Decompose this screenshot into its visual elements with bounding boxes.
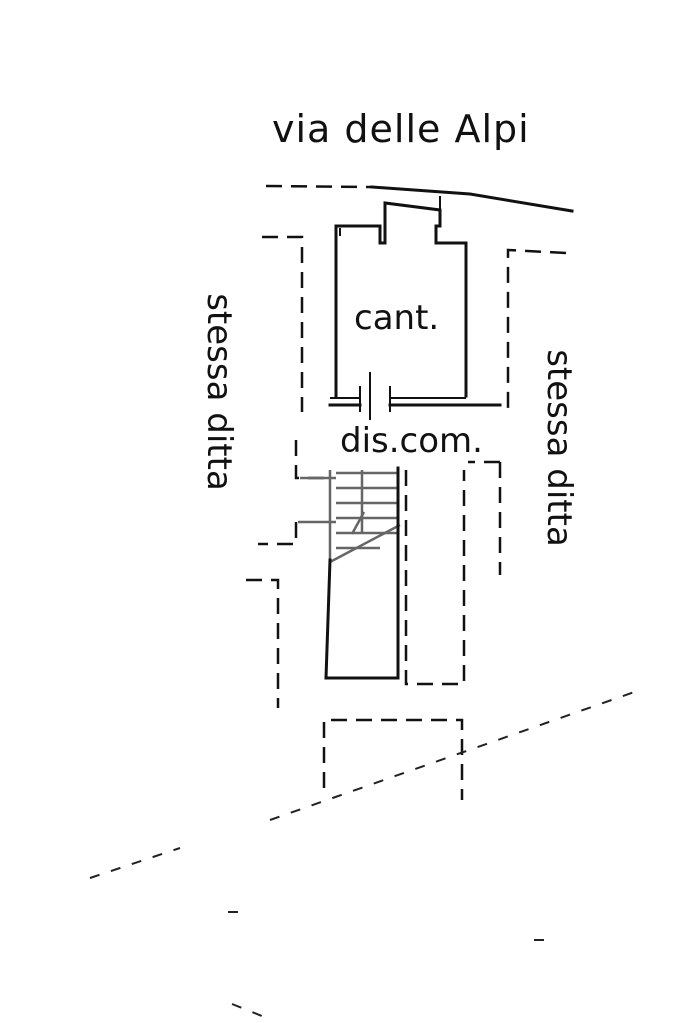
common-passage-label: dis.com. [340, 421, 483, 461]
left-boundary [246, 235, 330, 708]
staircase [298, 470, 401, 564]
left-neighbor-label: stessa ditta [199, 293, 239, 491]
ground-lines [89, 689, 641, 1017]
cellar-room [334, 196, 468, 398]
cellar-door [328, 372, 502, 420]
street-label: via delle Alpi [272, 107, 530, 151]
lower-corridor [324, 466, 466, 686]
right-boundary [468, 248, 567, 575]
cellar-label: cant. [354, 298, 439, 338]
street-edge [265, 184, 574, 213]
lower-dashed-block [322, 718, 464, 800]
right-neighbor-label: stessa ditta [539, 349, 579, 547]
